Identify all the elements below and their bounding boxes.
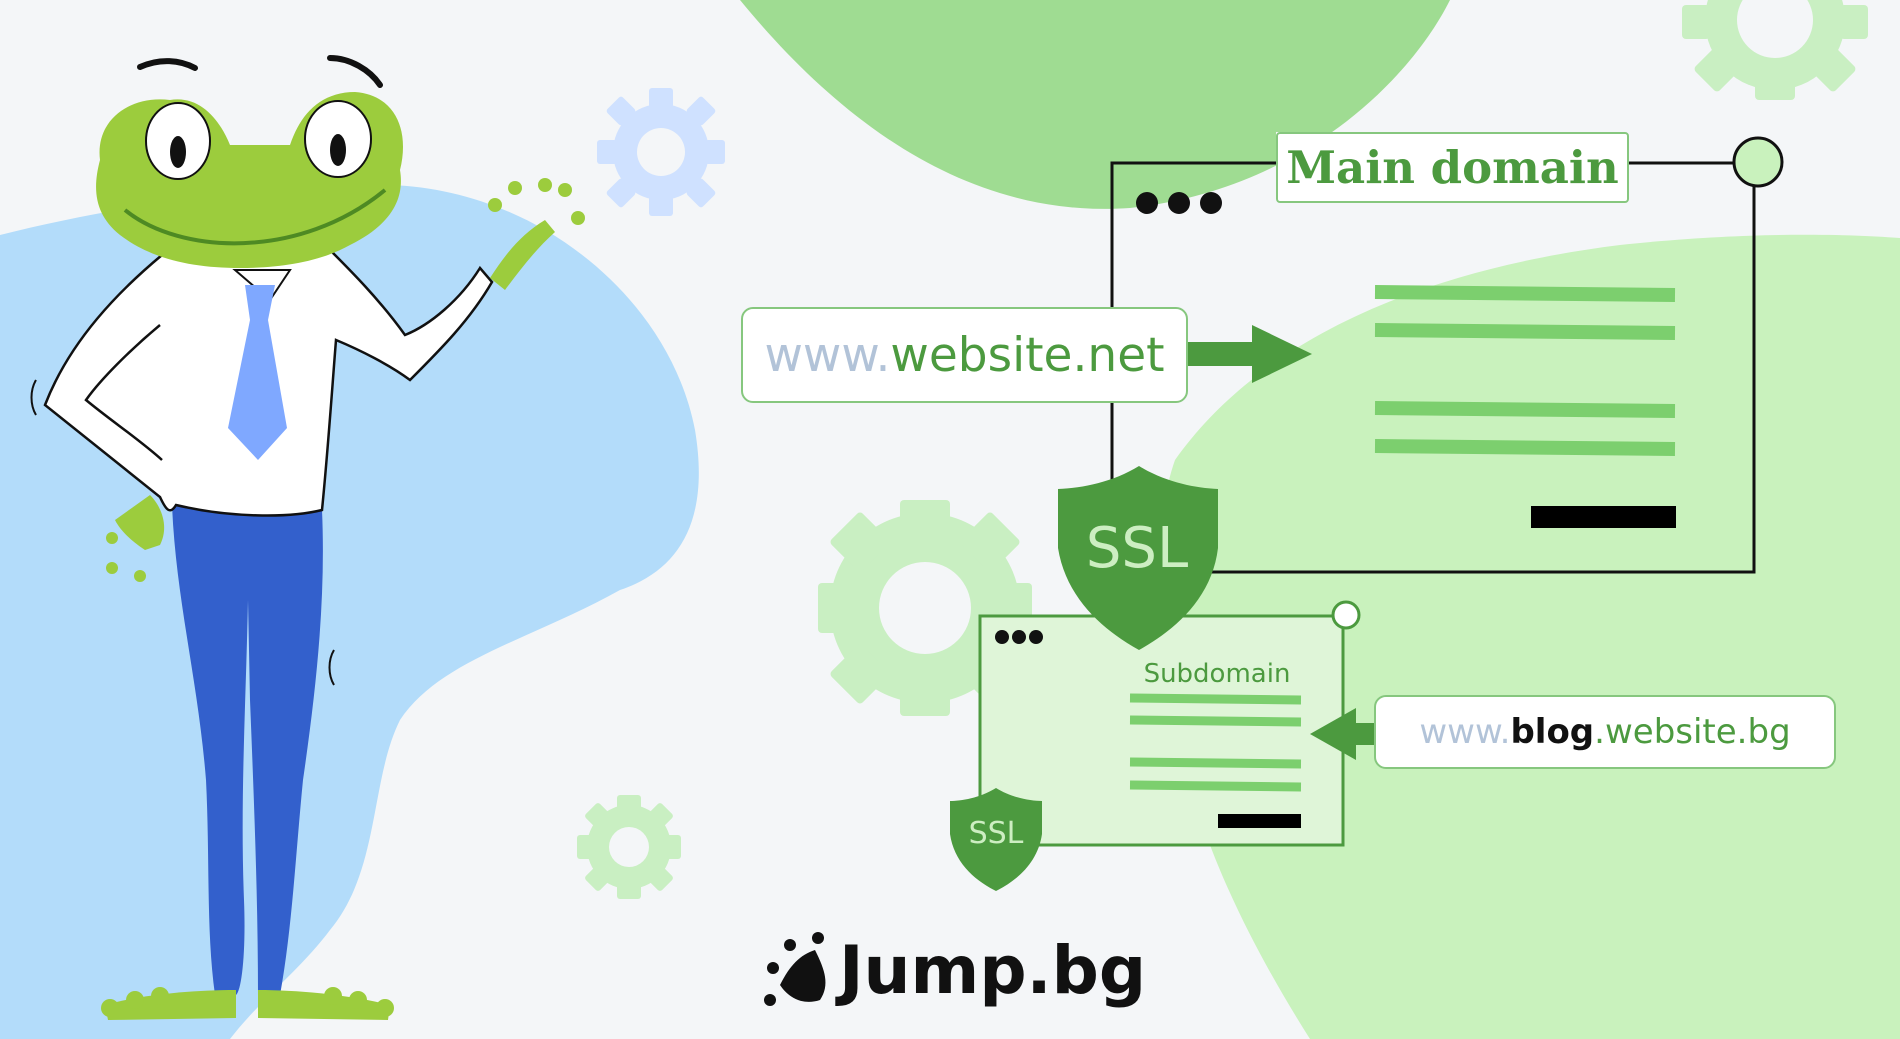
ssl-shield-large-icon — [1058, 466, 1218, 650]
brand-logo: Jump.bg — [765, 930, 1146, 1010]
top-green-blob — [740, 0, 1450, 209]
subdomain-url-pill: www.blog.website.bg — [1374, 695, 1836, 769]
small-green-gear-icon — [577, 795, 681, 899]
frog-foot-icon — [764, 932, 826, 1006]
blue-gear-icon — [597, 88, 725, 216]
left-foot — [105, 990, 236, 1020]
arrow-right-icon — [1188, 325, 1312, 383]
brand-name: Jump.bg — [839, 931, 1147, 1009]
url-subdomain: blog — [1510, 712, 1595, 752]
url-domain: .website.bg — [1594, 712, 1791, 752]
right-green-blob — [1160, 234, 1900, 1039]
url-prefix: www. — [764, 327, 891, 383]
frog-mascot — [30, 55, 585, 1020]
content-lines — [1374, 285, 1676, 456]
top-right-gear-icon — [1682, 0, 1868, 100]
large-green-gear-icon — [818, 500, 1032, 716]
url-prefix: www. — [1419, 712, 1511, 752]
subdomain-label: Subdomain — [1143, 659, 1291, 689]
main-domain-label: Main domain — [1276, 132, 1629, 203]
tie — [228, 285, 287, 460]
ssl-small-label: SSL — [968, 815, 1024, 851]
pants — [172, 505, 323, 995]
ssl-large-label: SSL — [1085, 515, 1189, 581]
ssl-shield-small-icon — [950, 788, 1042, 891]
main-url-pill: www.website.net — [741, 307, 1188, 403]
right-foot — [258, 990, 390, 1020]
url-domain: website.net — [890, 327, 1165, 383]
